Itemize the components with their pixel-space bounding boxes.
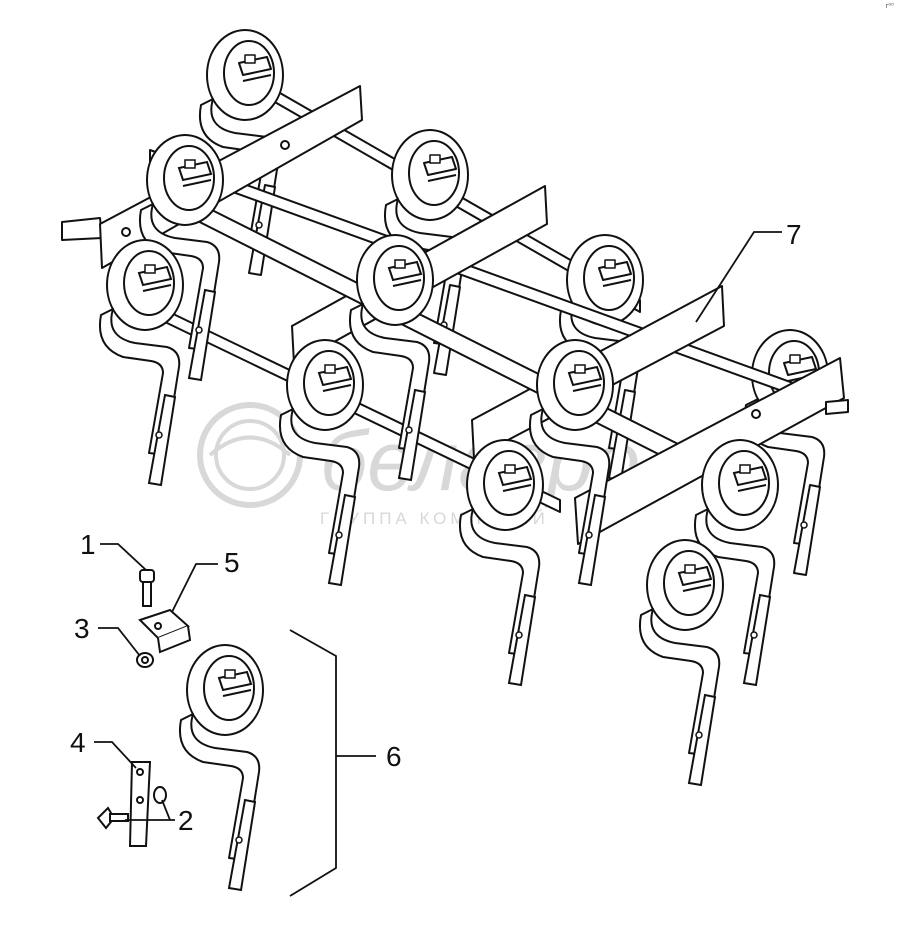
callout-3: 3 [74, 613, 90, 644]
tip-plate-part-4 [128, 761, 152, 847]
corner-mark: r⁰⁰ [885, 2, 895, 10]
callout-1: 1 [80, 529, 96, 560]
leader-lines [94, 231, 782, 897]
clamp-part-5 [138, 608, 192, 654]
callout-5: 5 [224, 547, 240, 578]
bolt-part-1 [139, 569, 155, 607]
callouts: 1 2 3 4 5 6 7 [70, 219, 802, 836]
nut-part-3 [136, 652, 154, 668]
callout-4: 4 [70, 727, 86, 758]
tine-part-6 [178, 644, 264, 891]
callout-7: 7 [786, 219, 802, 250]
bolt-part-2 [96, 786, 167, 830]
callout-2: 2 [178, 805, 194, 836]
callout-6: 6 [386, 741, 402, 772]
exploded-parts [96, 569, 264, 891]
